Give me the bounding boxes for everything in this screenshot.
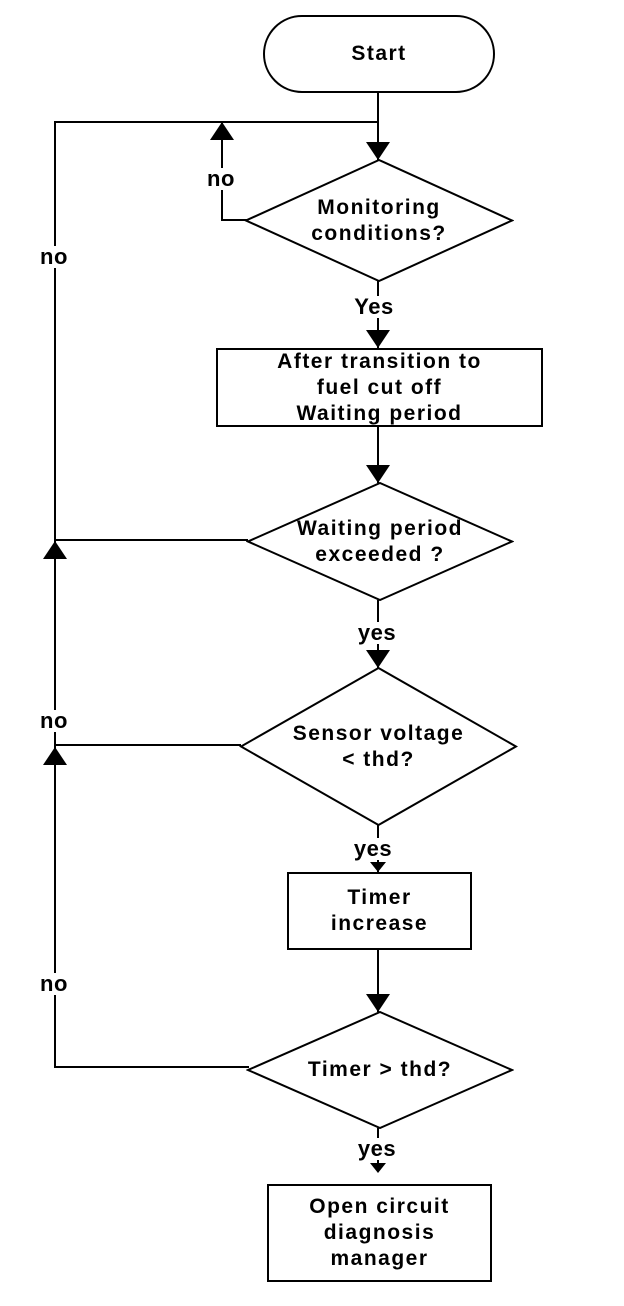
diamond-shape (244, 159, 514, 282)
arrowhead-merge-sensor-up (43, 747, 67, 765)
node-open-circuit: Open circuit diagnosis manager (267, 1184, 492, 1282)
node-label: Sensor voltage < thd? (292, 721, 465, 771)
arrowhead-into-waiting (366, 465, 390, 483)
label-sensor-yes: yes (349, 838, 397, 860)
label-timer-yes: yes (353, 1138, 401, 1160)
diamond-shape (246, 1011, 514, 1129)
node-timer-threshold: Timer > thd? (246, 1011, 514, 1129)
arrowhead-into-timer-threshold (366, 994, 390, 1012)
line-timer-increase-to-timer (377, 950, 379, 1012)
node-after-transition: After transition to fuel cut off Waiting… (216, 348, 543, 427)
label-monitoring-no: no (203, 168, 239, 190)
line-after-transition-to-waiting (377, 427, 379, 483)
label-sensor-no: no (36, 710, 72, 732)
arrowhead-merge-waiting-up (43, 541, 67, 559)
line-no-return-left (54, 121, 56, 1068)
arrowhead-into-timer-increase (370, 862, 386, 872)
arrowhead-into-sensor (366, 650, 390, 668)
arrowhead-into-monitoring (366, 142, 390, 160)
arrowhead-into-after-transition (366, 330, 390, 348)
line-waiting-no (54, 539, 248, 541)
node-label: Timer > thd? (307, 1058, 453, 1081)
line-start-to-monitoring (377, 93, 379, 160)
node-label: Waiting period exceeded ? (296, 516, 464, 566)
node-waiting-period: Waiting period exceeded ? (246, 482, 514, 601)
diamond-shape (239, 667, 518, 826)
node-start: Start (263, 15, 495, 93)
line-sensor-no (54, 744, 241, 746)
arrowhead-into-open-circuit (370, 1163, 386, 1173)
node-label: Monitoring conditions? (311, 195, 447, 245)
node-monitoring-conditions: Monitoring conditions? (244, 159, 514, 282)
label-waiting-no: no (36, 246, 72, 268)
label-waiting-yes: yes (353, 622, 401, 644)
line-timer-no (54, 1066, 249, 1068)
node-sensor-voltage: Sensor voltage < thd? (239, 667, 518, 826)
label-monitoring-yes: Yes (350, 296, 398, 318)
node-timer-increase: Timer increase (287, 872, 472, 950)
arrowhead-monitoring-no-up (210, 122, 234, 140)
label-timer-no: no (36, 973, 72, 995)
line-monitoring-no-horizontal (221, 219, 247, 221)
diamond-shape (246, 482, 514, 601)
